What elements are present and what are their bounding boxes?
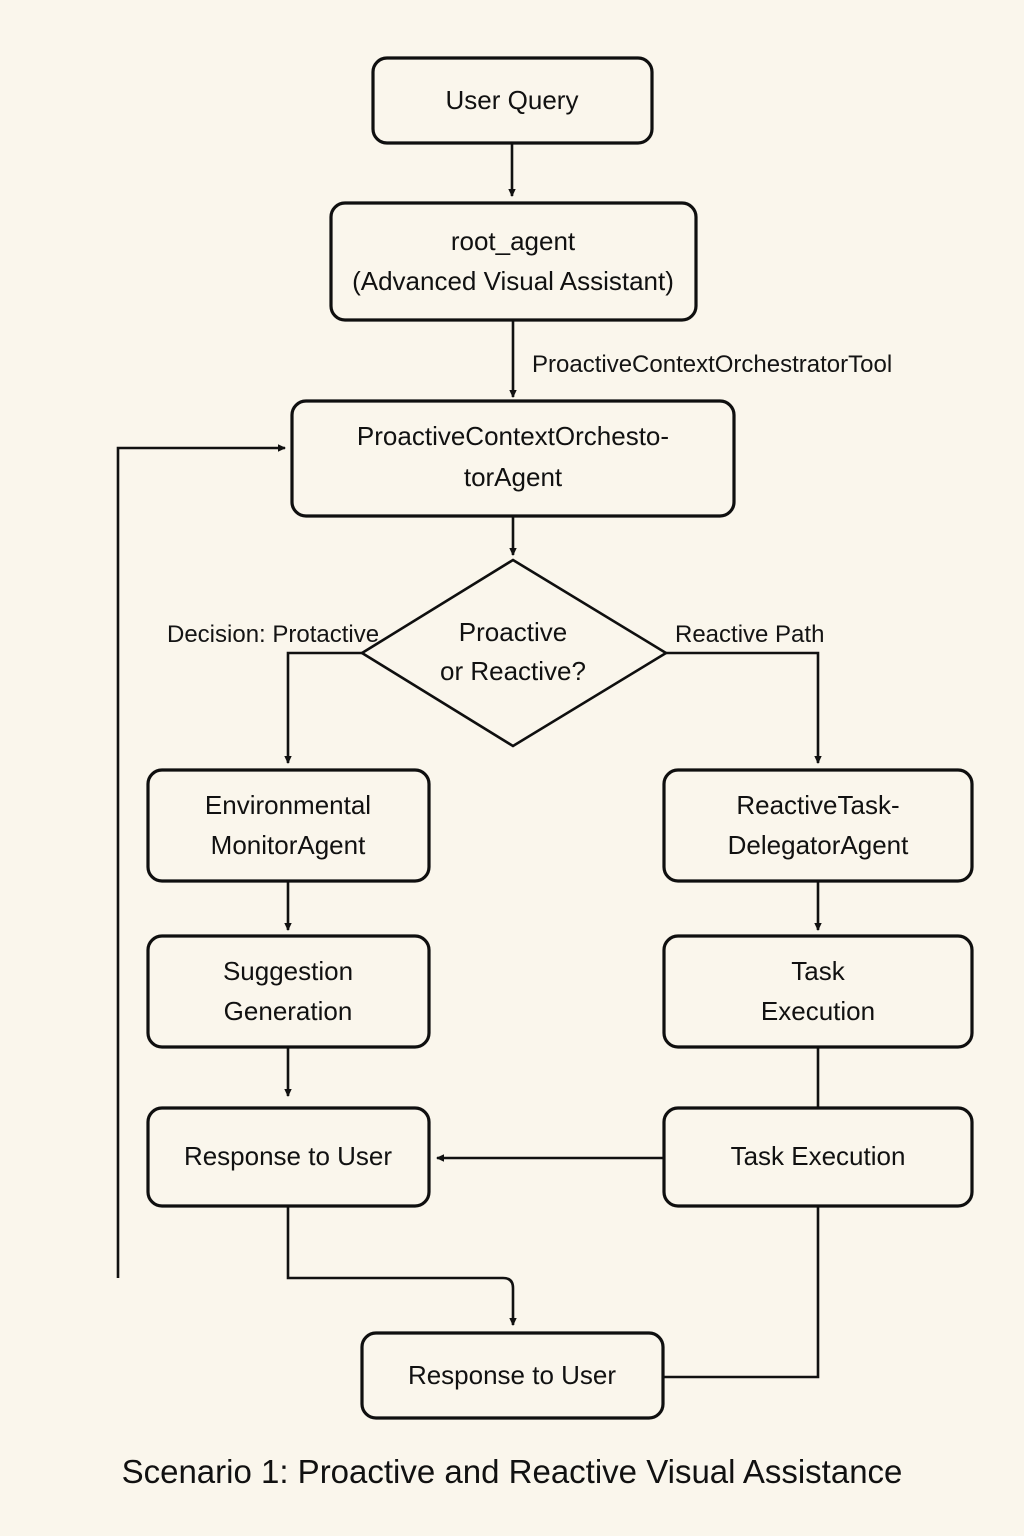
node-decision-label-line2: or Reactive? xyxy=(440,656,586,686)
edge-decision-to-environmental-monitor xyxy=(284,651,365,765)
node-environmental-monitor-label-line1: Environmental xyxy=(205,790,371,820)
node-suggestion-generation-shape xyxy=(146,934,431,1049)
node-proactive-context-orchestrator-agent[interactable]: ProactiveContextOrchesto- torAgent xyxy=(290,399,736,518)
edge-response-left-feedback-to-orchestrator xyxy=(116,444,287,1278)
node-reactive-task-delegator-label-line1: ReactiveTask- xyxy=(736,790,899,820)
node-suggestion-generation-label-line1: Suggestion xyxy=(223,956,353,986)
node-decision-label-line1: Proactive xyxy=(459,617,567,647)
node-orchestrator-label-line2: torAgent xyxy=(464,462,563,492)
node-root-agent-label-line1: root_agent xyxy=(451,226,576,256)
edge-task-execution-wide-to-response-bottom xyxy=(663,1206,820,1379)
node-root-agent-shape xyxy=(329,201,698,322)
edge-response-left-to-response-bottom xyxy=(286,1206,517,1327)
diagram-caption: Scenario 1: Proactive and Reactive Visua… xyxy=(122,1453,903,1490)
node-response-to-user-left-label: Response to User xyxy=(184,1141,392,1171)
node-reactive-task-delegator-agent[interactable]: ReactiveTask- DelegatorAgent xyxy=(662,768,974,883)
node-user-query-shape xyxy=(371,56,654,145)
node-task-execution-label-line2: Execution xyxy=(761,996,875,1026)
edge-decision-to-reactive-delegator xyxy=(665,651,822,765)
node-decision-shape xyxy=(359,558,669,748)
node-reactive-task-delegator-shape xyxy=(662,768,974,883)
node-environmental-monitor-agent[interactable]: Environmental MonitorAgent xyxy=(146,768,431,883)
node-response-to-user-left-shape xyxy=(146,1106,431,1208)
edge-label-proactive-context-orchestrator-tool: ProactiveContextOrchestratorTool xyxy=(532,351,892,378)
node-reactive-task-delegator-label-line2: DelegatorAgent xyxy=(728,830,909,860)
node-response-to-user-bottom-shape xyxy=(360,1331,665,1420)
node-suggestion-generation[interactable]: Suggestion Generation xyxy=(146,934,431,1049)
node-orchestrator-shape xyxy=(290,399,736,518)
node-environmental-monitor-label-line2: MonitorAgent xyxy=(211,830,366,860)
edge-label-decision-proactive: Decision: Protactive xyxy=(167,621,379,648)
node-task-execution[interactable]: Task Execution xyxy=(662,934,974,1049)
node-task-execution-shape xyxy=(662,934,974,1049)
node-suggestion-generation-label-line2: Generation xyxy=(224,996,353,1026)
node-task-execution-wide-label: Task Execution xyxy=(731,1141,906,1171)
edge-labels-layer: ProactiveContextOrchestratorTool Decisio… xyxy=(167,351,892,648)
node-task-execution-wide[interactable]: Task Execution xyxy=(662,1106,974,1208)
node-user-query-label: User Query xyxy=(446,85,579,115)
edges-layer xyxy=(116,143,822,1379)
node-root-agent-label-line2: (Advanced Visual Assistant) xyxy=(352,266,674,296)
node-decision-proactive-or-reactive[interactable]: Proactive or Reactive? xyxy=(359,558,669,748)
node-task-execution-label-line1: Task xyxy=(791,956,845,986)
node-response-to-user-bottom[interactable]: Response to User xyxy=(360,1331,665,1420)
node-root-agent[interactable]: root_agent (Advanced Visual Assistant) xyxy=(329,201,698,322)
node-user-query[interactable]: User Query xyxy=(371,56,654,145)
edge-label-reactive-path: Reactive Path xyxy=(675,621,824,648)
node-response-to-user-left[interactable]: Response to User xyxy=(146,1106,431,1208)
node-task-execution-wide-shape xyxy=(662,1106,974,1208)
node-environmental-monitor-shape xyxy=(146,768,431,883)
node-response-to-user-bottom-label: Response to User xyxy=(408,1360,616,1390)
node-orchestrator-label-line1: ProactiveContextOrchesto- xyxy=(357,421,669,451)
